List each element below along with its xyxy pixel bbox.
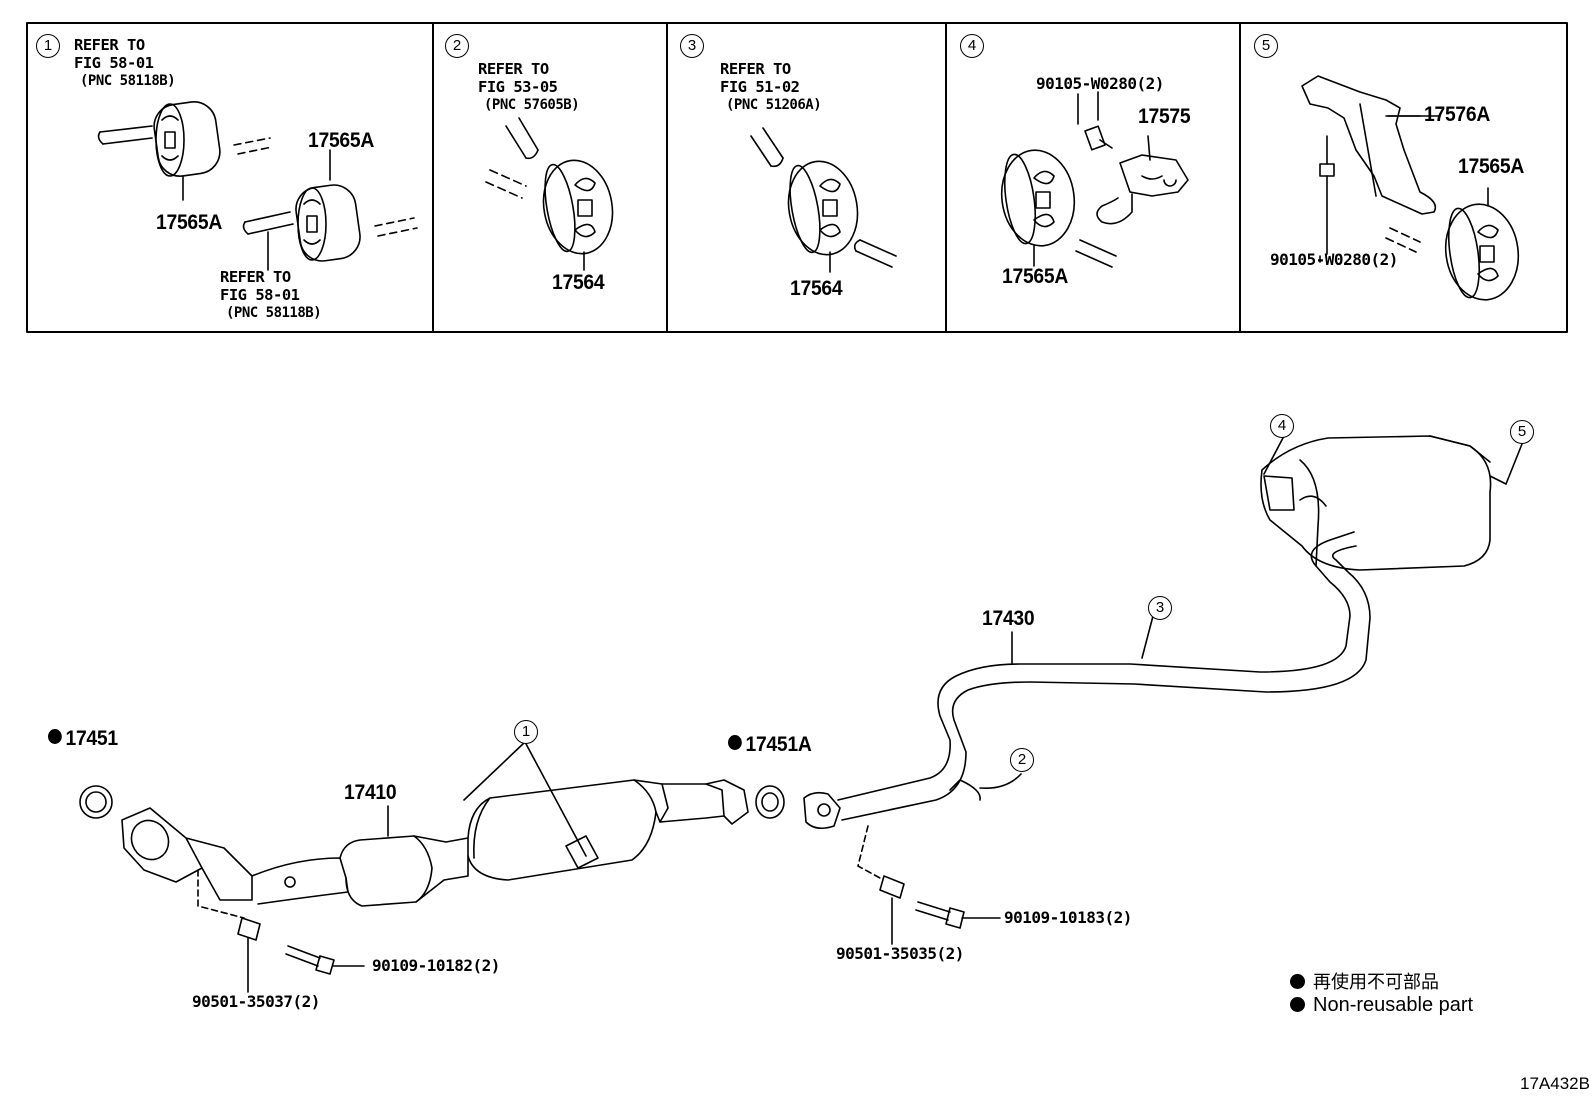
illustration-code: 17A432B (1520, 1074, 1590, 1093)
part-17451a: 17451A (728, 734, 811, 755)
callout-4: 4 (1270, 414, 1294, 438)
callout-2: 2 (1010, 748, 1034, 772)
callout-5: 5 (1510, 420, 1534, 444)
panel5-part-17565a: 17565A (1458, 155, 1525, 178)
part-90501-35037: 90501-35037(2) (192, 992, 320, 1011)
part-90109-10183: 90109-10183(2) (1004, 908, 1132, 927)
panel4-drawing (1000, 91, 1189, 268)
part-17451: 17451 (48, 728, 118, 749)
panel-4-number: 4 (960, 34, 984, 58)
panel-5-number: 5 (1254, 34, 1278, 58)
tail-pipe-17430 (803, 435, 1507, 830)
callout-1: 1 (514, 720, 538, 744)
part-90109-10182: 90109-10182(2) (372, 956, 500, 975)
panel1-drawing (97, 101, 418, 271)
part-17430: 17430 (982, 607, 1035, 630)
panel2-drawing (485, 117, 614, 271)
bullet-icon (1290, 974, 1305, 989)
panel-3-number: 3 (680, 34, 704, 58)
part-90501-35035: 90501-35035(2) (836, 944, 964, 963)
panel-1-number: 1 (36, 34, 60, 58)
front-pipe-17410 (79, 779, 785, 907)
panel4-part-17575: 17575 (1138, 105, 1191, 128)
fasteners (237, 875, 965, 975)
part-17410: 17410 (344, 781, 397, 804)
panel1-part-17565a-left: 17565A (156, 211, 223, 234)
panel-2-number: 2 (445, 34, 469, 58)
panel4-part-17565a: 17565A (1002, 265, 1069, 288)
panel5-drawing (1301, 75, 1520, 301)
panel3-part-17564: 17564 (790, 277, 843, 300)
panel4-part-90105: 90105-W0280(2) (1036, 74, 1164, 93)
panel5-part-17576a: 17576A (1424, 103, 1491, 126)
panel5-part-90105: 90105-W0280(2) (1270, 250, 1398, 269)
leader-lines (197, 93, 1523, 993)
panel3-drawing (750, 127, 897, 273)
callout-3: 3 (1148, 596, 1172, 620)
bullet-icon (1290, 997, 1305, 1012)
legend-en: Non-reusable part (1290, 994, 1473, 1017)
panel-frame (26, 22, 1568, 333)
panel1-part-17565a-right: 17565A (308, 129, 375, 152)
panel2-part-17564: 17564 (552, 271, 605, 294)
legend-jp: 再使用不可部品 (1290, 968, 1439, 994)
